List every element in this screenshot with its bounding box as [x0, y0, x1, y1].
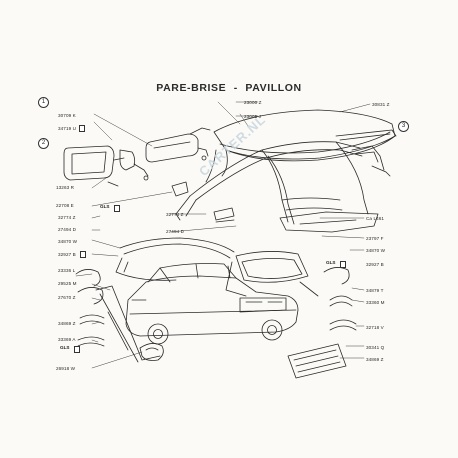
- part-label: 32774 Z: [166, 212, 184, 217]
- diagram-title: PARE-BRISE - PAVILLON: [0, 82, 458, 94]
- rubber-profile-right: [323, 267, 357, 331]
- title-left: PARE-BRISE: [156, 82, 227, 94]
- trim-strip-illustration: [95, 285, 161, 363]
- variant-tag: [114, 205, 120, 212]
- part-label: 27670 Z: [58, 295, 76, 300]
- rear-window-illustration: [225, 251, 319, 297]
- part-label: 13263 R: [56, 185, 75, 190]
- rubber-profile-left: [75, 269, 105, 347]
- roof-panel-illustration: [205, 109, 396, 183]
- part-label: 27494 D: [58, 227, 77, 232]
- drip-rail-illustration: [335, 129, 397, 177]
- part-label: 27494 D: [166, 229, 185, 234]
- lens-illustration: [139, 343, 164, 361]
- part-label: 30831 Z: [372, 102, 390, 107]
- windshield-seal-illustration: [115, 237, 235, 281]
- part-label: 34870 W: [366, 248, 386, 253]
- part-label: 22708 E: [56, 203, 74, 208]
- part-label: 26918 W: [56, 366, 76, 371]
- leader-lines: [75, 101, 371, 369]
- variant-tag: [74, 346, 80, 353]
- variant-tag: [79, 125, 85, 132]
- part-label: 23336 L: [58, 268, 76, 273]
- callout-2: 2: [38, 138, 49, 149]
- dome-light-illustration: [287, 343, 347, 379]
- car-body-illustration: [125, 263, 299, 345]
- title-separator: -: [233, 82, 238, 94]
- part-label: 23000 Z: [244, 100, 262, 105]
- part-label: 33360 M: [366, 300, 385, 305]
- part-label: 29525 M: [58, 281, 77, 286]
- part-label: 32718 V: [366, 325, 384, 330]
- clip-illustration: [171, 181, 235, 223]
- roof-frame-illustration: [175, 141, 369, 225]
- part-label: 23797 F: [366, 236, 384, 241]
- variant-tag: [80, 251, 86, 258]
- part-label: 33369 A: [58, 337, 76, 342]
- part-label: 30341 Q: [366, 345, 385, 350]
- part-label: 34719 U: [58, 126, 77, 131]
- part-label: 30709 K: [58, 113, 76, 118]
- headliner-illustration: [279, 211, 379, 233]
- gls-marker: GLS: [60, 345, 70, 350]
- part-label: 34870 W: [58, 239, 78, 244]
- part-label: 34869 Z: [366, 357, 384, 362]
- mirror-illustration: [63, 145, 149, 187]
- part-label: 32927 B: [366, 262, 384, 267]
- callout-1: 1: [38, 97, 49, 108]
- gls-marker: GLS: [326, 260, 336, 265]
- callout-3: 3: [398, 121, 409, 132]
- gls-marker: GLS: [100, 204, 110, 209]
- part-label: 32927 B: [58, 252, 76, 257]
- variant-tag: [340, 261, 346, 268]
- part-label: 23005 J: [244, 114, 262, 119]
- title-right: PAVILLON: [245, 82, 302, 94]
- sun-visor-illustration: [145, 127, 211, 163]
- part-label: 32774 Z: [58, 215, 76, 220]
- part-label: 34869 Z: [58, 321, 76, 326]
- part-label: Ca L461: [366, 216, 385, 221]
- part-label: 34879 T: [366, 288, 384, 293]
